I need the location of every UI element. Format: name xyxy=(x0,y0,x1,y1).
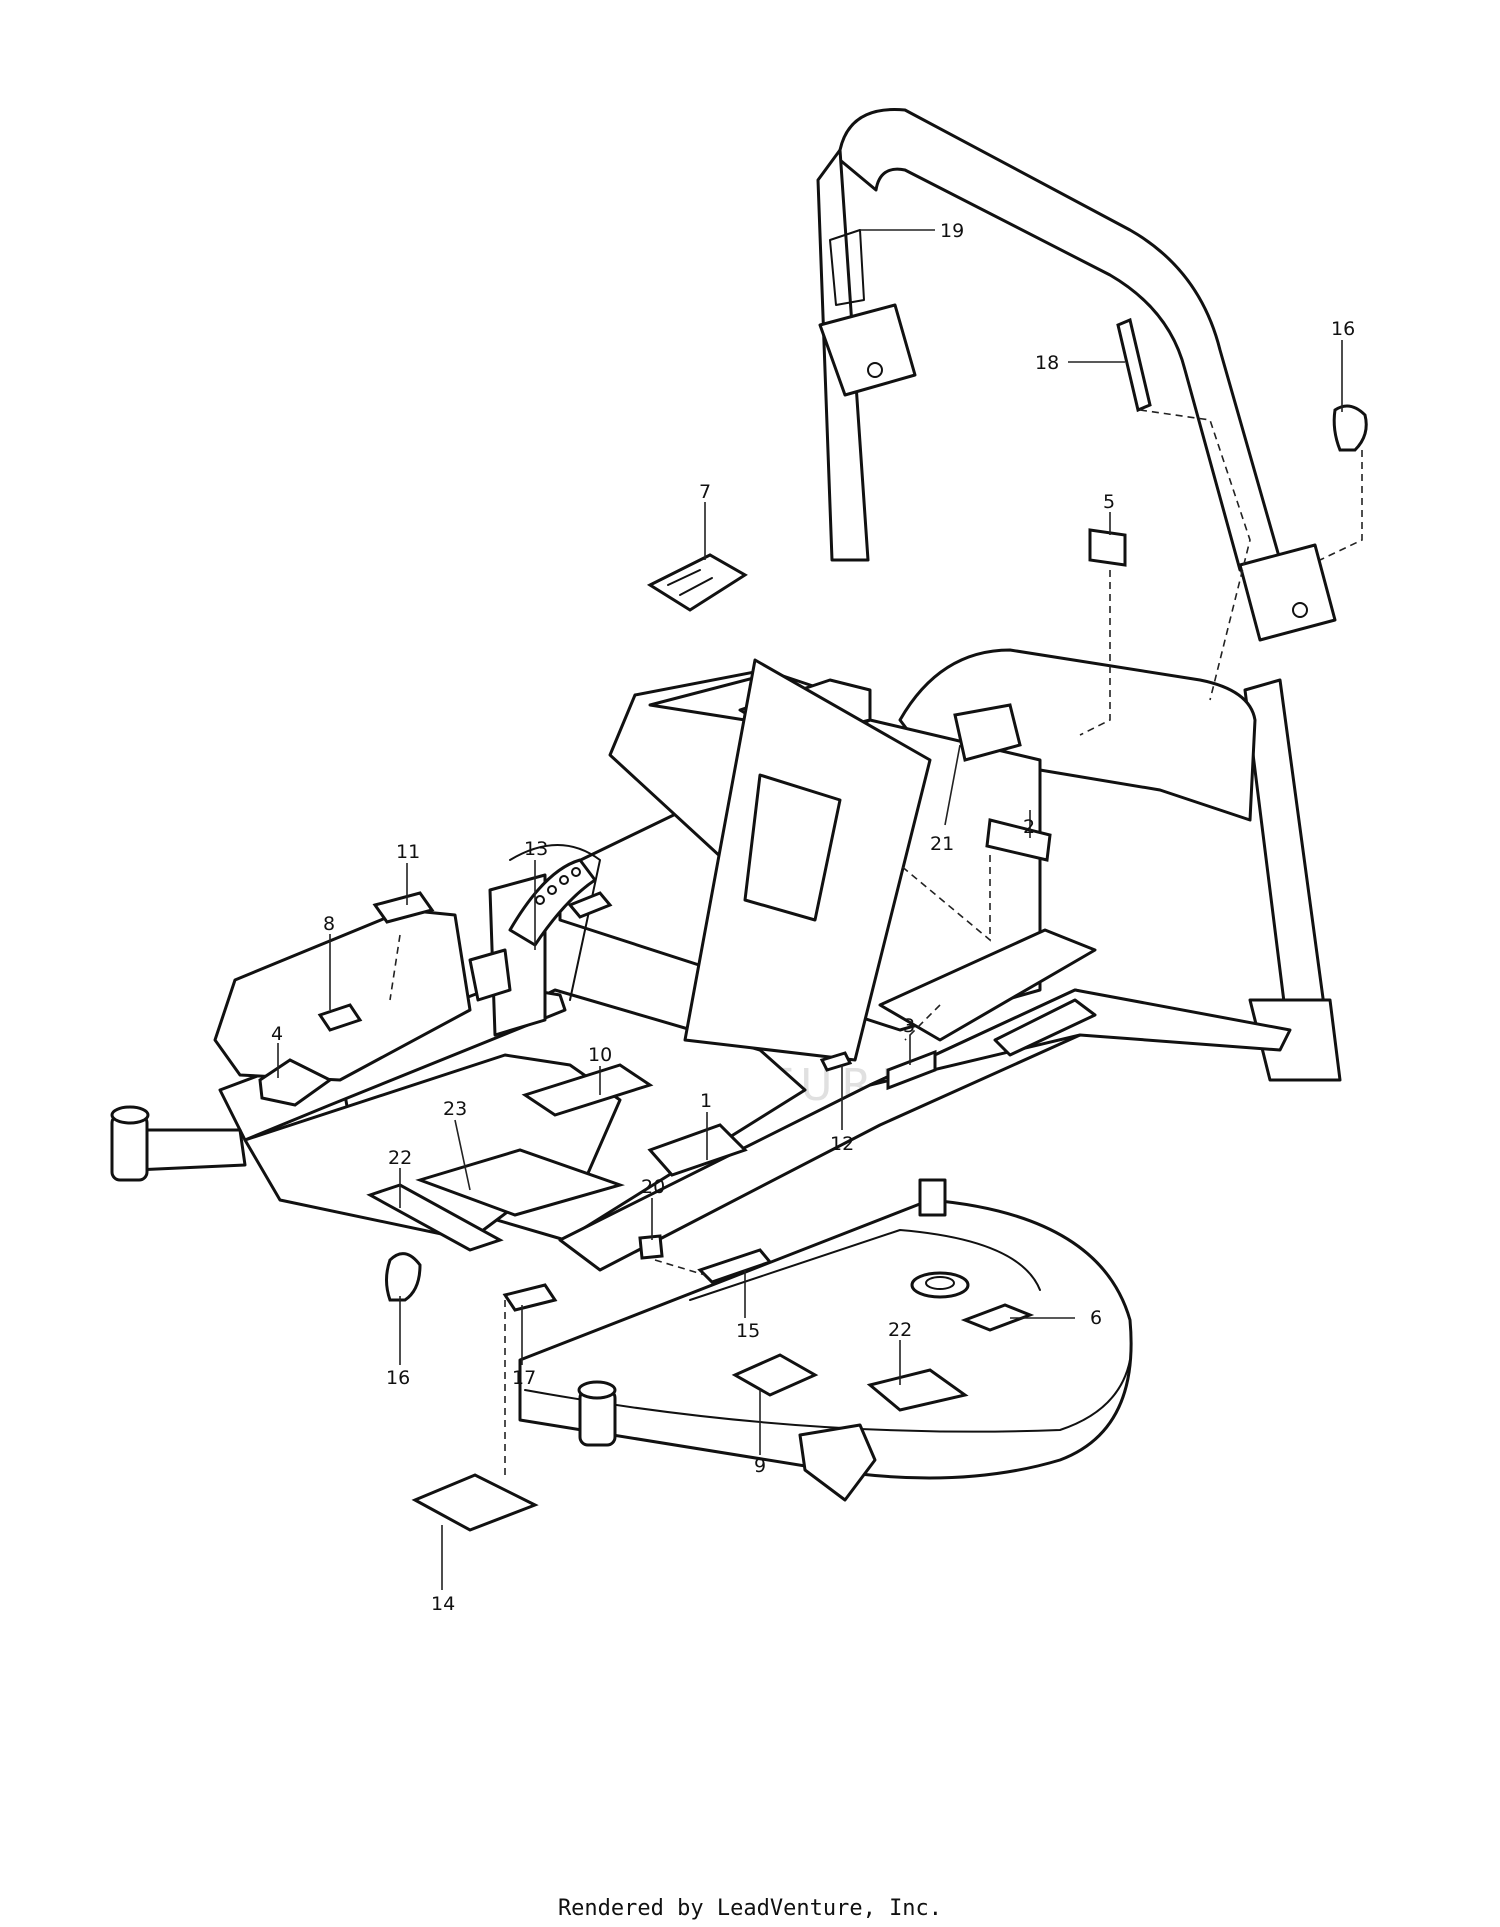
deck-hanger xyxy=(918,1178,947,1217)
callout-3: 3 xyxy=(903,1015,915,1037)
callout-14: 14 xyxy=(431,1593,455,1615)
decal-21 xyxy=(953,703,1022,762)
callout-18: 18 xyxy=(1035,352,1059,374)
callout-20: 20 xyxy=(641,1176,665,1198)
rops-clamp-left xyxy=(818,303,917,397)
callout-8: 8 xyxy=(323,913,335,935)
callout-23: 23 xyxy=(443,1098,467,1120)
decal-7 xyxy=(646,553,748,612)
decal-16-rops xyxy=(1332,404,1368,452)
callout-4: 4 xyxy=(271,1023,283,1045)
rops-clamp-right xyxy=(1238,543,1337,642)
decal-9 xyxy=(731,1353,819,1397)
callout-7: 7 xyxy=(699,481,711,503)
callout-6: 6 xyxy=(1090,1307,1102,1329)
lift-lever xyxy=(468,858,597,1002)
leader-lines xyxy=(277,229,1343,1590)
callouts: 1 2 3 4 5 6 7 8 9 10 11 12 13 14 15 16 1… xyxy=(271,220,1355,1615)
mower-deck xyxy=(518,1178,1133,1502)
decal-18 xyxy=(1116,317,1152,413)
decal-23 xyxy=(415,1148,625,1217)
decal-15 xyxy=(697,1248,773,1284)
placement-lines xyxy=(389,409,1363,1480)
callout-16-rops: 16 xyxy=(1331,318,1355,340)
seat-assembly xyxy=(608,658,1097,1062)
callout-15: 15 xyxy=(736,1320,760,1342)
callout-13: 13 xyxy=(524,838,548,860)
callout-5: 5 xyxy=(1103,491,1115,513)
decal-8 xyxy=(317,1003,363,1032)
decal-1 xyxy=(647,1123,748,1177)
decal-16-bumper xyxy=(385,1252,422,1302)
render-credit: Rendered by LeadVenture, Inc. xyxy=(557,1896,943,1921)
decal-22-deck xyxy=(866,1368,969,1412)
callout-16-bumper: 16 xyxy=(386,1367,410,1389)
decal-22-floor xyxy=(366,1183,504,1252)
decal-13 xyxy=(567,891,613,919)
callout-10: 10 xyxy=(588,1044,612,1066)
callout-17: 17 xyxy=(512,1367,536,1389)
decal-3 xyxy=(886,1049,937,1091)
decal-10 xyxy=(521,1063,654,1117)
callout-19: 19 xyxy=(940,220,964,242)
callout-12: 12 xyxy=(830,1133,854,1155)
decal-11 xyxy=(372,891,435,924)
decal-6 xyxy=(960,1303,1035,1332)
callout-22-floor: 22 xyxy=(388,1147,412,1169)
decal-17 xyxy=(502,1283,558,1312)
callout-9: 9 xyxy=(754,1455,766,1477)
deck-bracket xyxy=(798,1423,877,1502)
spindle-cover xyxy=(910,1271,970,1299)
callout-2: 2 xyxy=(1023,816,1035,838)
callout-22-deck: 22 xyxy=(888,1319,912,1341)
callout-11: 11 xyxy=(396,841,420,863)
callout-1: 1 xyxy=(700,1090,712,1112)
decal-12 xyxy=(819,1051,853,1072)
decal-20 xyxy=(638,1234,664,1260)
decal-14 xyxy=(411,1473,539,1532)
seat-cutout xyxy=(743,773,842,922)
decal-5 xyxy=(1088,528,1127,567)
callout-21: 21 xyxy=(930,833,954,855)
rops-decal-19 xyxy=(829,229,865,306)
